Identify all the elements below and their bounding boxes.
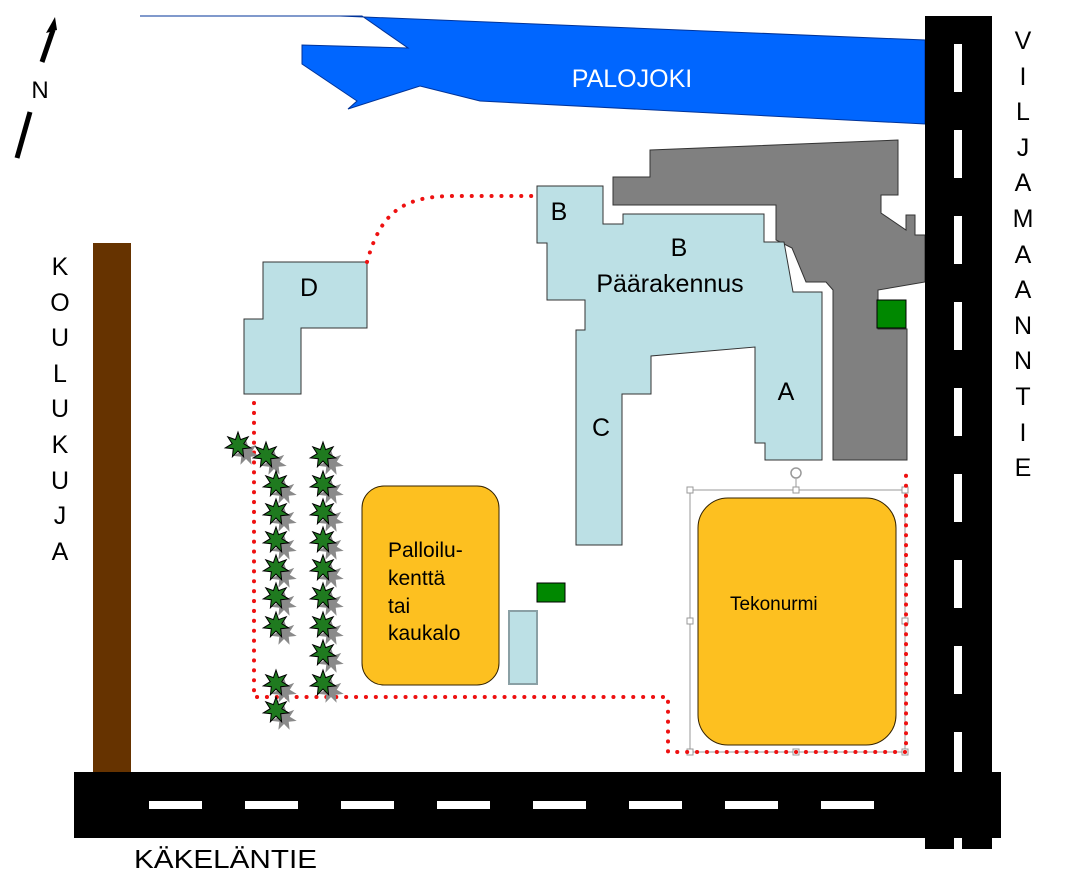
green-marker-2: [536, 582, 566, 603]
tree-icon: [308, 668, 344, 703]
lane-dash: [954, 216, 962, 264]
road-label-letter: I: [1019, 62, 1027, 91]
lane-dash: [954, 646, 962, 694]
building-paarakennus: [536, 185, 823, 546]
tree-icon: [308, 497, 344, 532]
compass-label: N: [31, 77, 48, 104]
lane-dash: [245, 801, 298, 809]
road-label-letter: V: [1014, 27, 1032, 55]
green-marker-1: [876, 299, 907, 329]
road-label-letter: A: [1014, 169, 1032, 198]
road-label-letter: O: [50, 288, 70, 317]
road-label-letter: N: [1013, 347, 1033, 376]
building-c-label: C: [592, 414, 610, 442]
road-label-letter: A: [1014, 240, 1032, 269]
building-b-small-label: B: [551, 198, 568, 226]
tree-icon: [251, 440, 287, 475]
road-label-letter: A: [51, 537, 69, 566]
tree-group: [223, 430, 344, 730]
small-shed: [508, 610, 538, 685]
tree-icon: [308, 553, 344, 588]
road-label-letter: J: [53, 502, 67, 531]
road-label-letter: A: [1014, 276, 1032, 305]
lane-dash: [954, 474, 962, 522]
tree-icon: [223, 430, 259, 465]
lane-dash: [725, 801, 778, 809]
road-label-letter: K: [51, 430, 69, 459]
tree-icon: [261, 581, 297, 616]
building-main-name: Päärakennus: [596, 270, 743, 298]
turf-label: Tekonurmi: [730, 594, 818, 615]
lane-dash: [149, 801, 202, 809]
road-label-letter: I: [1019, 418, 1027, 447]
tree-icon: [308, 638, 344, 673]
lane-dash: [954, 732, 962, 780]
road-label-letter: L: [53, 359, 67, 388]
tree-icon: [308, 610, 344, 645]
walking-path: [252, 194, 908, 754]
lane-dash: [533, 801, 586, 809]
building-other: [612, 139, 926, 461]
road-label-letter: U: [50, 466, 70, 495]
tree-icon: [308, 581, 344, 616]
building-d: [243, 261, 368, 395]
road-lane-markings-horizontal: [149, 801, 874, 809]
road-label-letter: J: [1016, 133, 1030, 162]
road-label-letter: T: [1015, 382, 1031, 411]
tree-icon: [308, 440, 344, 475]
road-label-letter: K: [51, 253, 69, 281]
river-palojoki: [140, 15, 926, 125]
north-arrow-icon: [14, 17, 57, 159]
building-b-label: B: [671, 234, 688, 262]
ballfield-label-4: kaukalo: [388, 622, 460, 645]
ballfield: [361, 485, 500, 686]
road-label-letter: E: [1014, 454, 1032, 483]
lane-dash: [437, 801, 490, 809]
river-label: PALOJOKI: [572, 65, 692, 93]
road-label-letter: U: [50, 324, 70, 353]
ballfield-label-2: kenttä: [388, 567, 446, 590]
building-a-label: A: [778, 378, 795, 406]
ballfield-label-3: tai: [388, 595, 410, 618]
tree-icon: [261, 469, 297, 504]
ballfield-label-1: Palloilu-: [388, 539, 463, 562]
road-label-letter: M: [1012, 204, 1034, 233]
tree-icon: [308, 525, 344, 560]
lane-dash: [821, 801, 874, 809]
lane-dash: [954, 302, 962, 350]
road-label-letter: L: [1016, 98, 1030, 127]
road-label-letter: N: [1013, 311, 1033, 340]
lane-dash: [954, 44, 962, 92]
rotate-handle-icon[interactable]: [790, 467, 802, 487]
tree-icon: [261, 497, 297, 532]
tree-icon: [308, 469, 344, 504]
lane-dash: [954, 388, 962, 436]
tree-icon: [261, 525, 297, 560]
turf-field[interactable]: [697, 497, 897, 746]
lane-dash: [629, 801, 682, 809]
lane-dash: [341, 801, 394, 809]
road-label-letter: U: [50, 395, 70, 424]
lane-dash: [954, 560, 962, 608]
building-d-label: D: [300, 274, 318, 302]
tree-icon: [261, 610, 297, 645]
tree-icon: [261, 695, 297, 730]
road-koulukuja: [93, 243, 131, 783]
road-kakelantie-label: KÄKELÄNTIE: [134, 844, 317, 874]
lane-dash: [954, 130, 962, 178]
tree-icon: [261, 553, 297, 588]
tree-icon: [261, 668, 297, 703]
